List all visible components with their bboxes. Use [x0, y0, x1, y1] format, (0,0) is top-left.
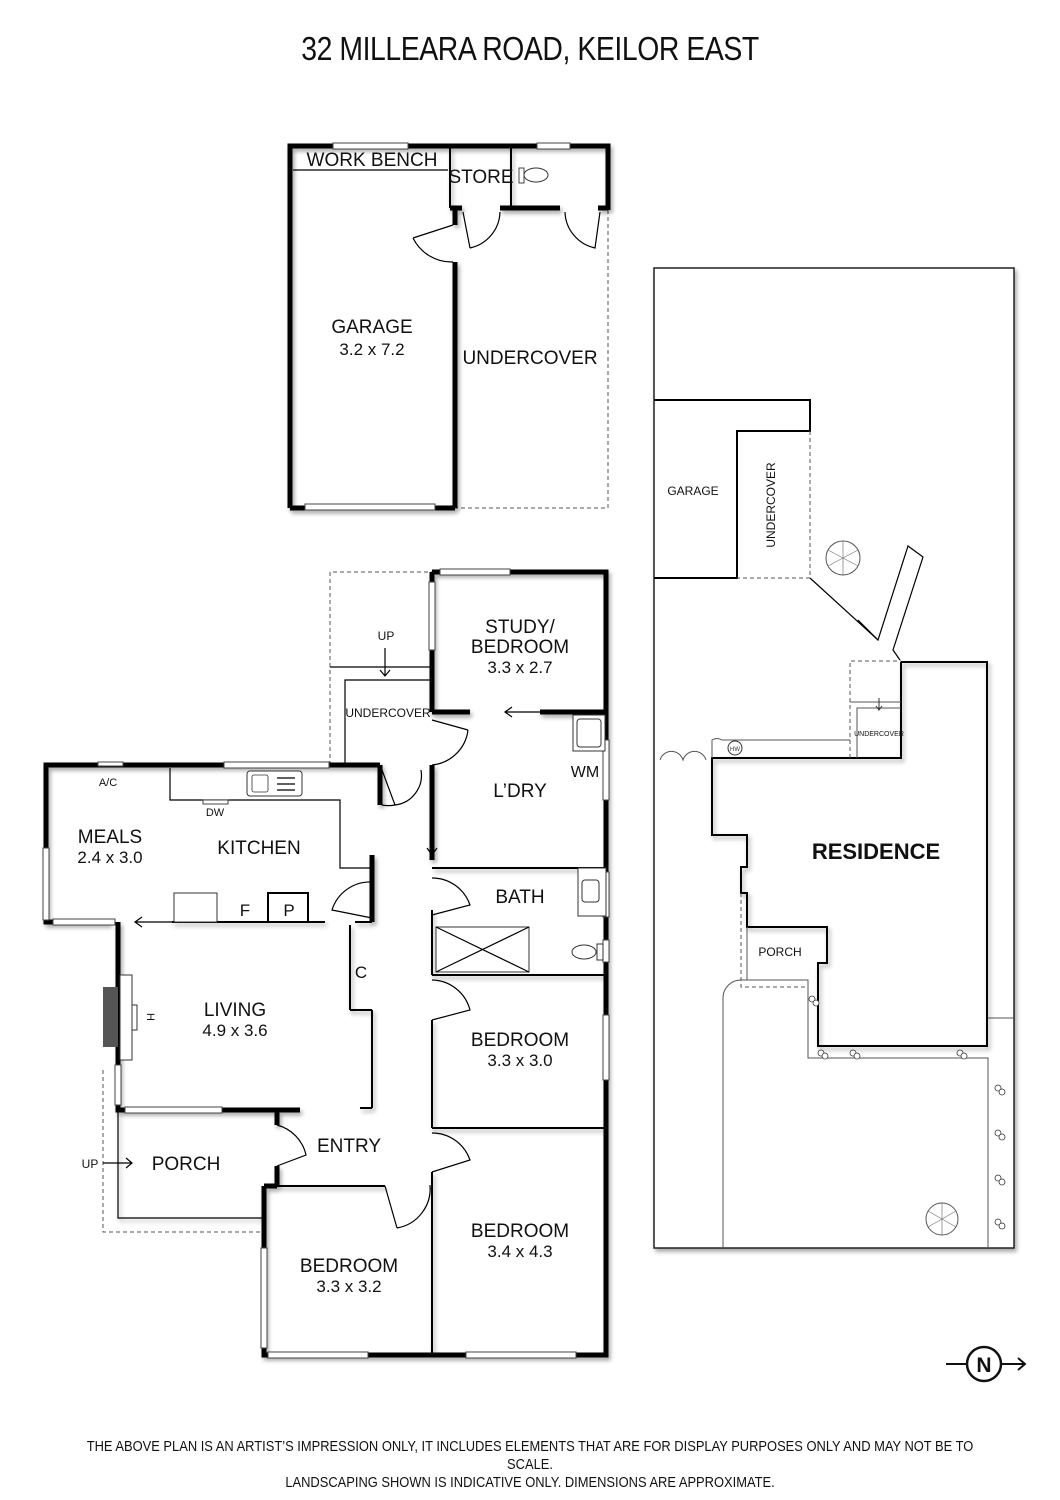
undercover-label: UNDERCOVER [462, 348, 597, 369]
kitchen-label: KITCHEN [217, 838, 300, 859]
washing-machine-label: WM [571, 764, 599, 781]
compass-label: N [976, 1354, 991, 1377]
bath-label: BATH [495, 887, 544, 908]
tree-icon [825, 540, 861, 576]
porch-label: PORCH [152, 1154, 221, 1175]
bedroom-3-dims: 3.3 x 3.2 [316, 1277, 381, 1296]
garage-dims: 3.2 x 7.2 [339, 340, 404, 359]
laundry-label: L’DRY [493, 781, 547, 802]
bedroom-1-label: BEDROOM [471, 1221, 569, 1242]
living-dims: 4.9 x 3.6 [202, 1021, 267, 1040]
shrub-icons [808, 995, 1006, 1230]
site-undercover-small-label: UNDERCOVER [854, 731, 904, 738]
work-bench-label: WORK BENCH [307, 150, 438, 171]
bedroom-3-label: BEDROOM [300, 1256, 398, 1277]
outbuilding [287, 142, 611, 511]
site-porch-label: PORCH [758, 945, 801, 959]
pantry-label: P [283, 901, 294, 920]
meals-label: MEALS [78, 827, 142, 848]
bedroom-1-dims: 3.4 x 4.3 [487, 1242, 552, 1261]
fridge-label: F [240, 901, 250, 920]
meals-dims: 2.4 x 3.0 [77, 848, 142, 867]
disclaimer-line-1: THE ABOVE PLAN IS AN ARTIST’S IMPRESSION… [86, 1438, 974, 1473]
disclaimer-line-2: LANDSCAPING SHOWN IS INDICATIVE ONLY. DI… [285, 1474, 775, 1491]
bedroom-2-label: BEDROOM [471, 1030, 569, 1051]
up-label-top: UP [378, 629, 395, 643]
study-dims: 3.3 x 2.7 [487, 658, 552, 677]
north-compass-icon: N [946, 1345, 1027, 1383]
undercover-house-label: UNDERCOVER [345, 706, 431, 720]
hot-water-label: HW [730, 747, 740, 753]
study-label-2: BEDROOM [471, 637, 569, 658]
living-label: LIVING [204, 1000, 266, 1021]
store-label: STORE [448, 167, 513, 188]
page-title: 32 MILLEARA ROAD, KEILOR EAST [301, 30, 759, 67]
tree-icon [925, 1202, 959, 1236]
dishwasher-label: DW [206, 807, 225, 819]
residence-label: RESIDENCE [812, 839, 940, 864]
ac-label: A/C [99, 777, 117, 789]
garage-label: GARAGE [331, 317, 412, 338]
up-label-porch: UP [82, 1157, 99, 1171]
closet-label: C [355, 963, 367, 982]
site-undercover-label: UNDERCOVER [764, 462, 778, 548]
heater-label: H [144, 1013, 156, 1021]
disclaimer: THE ABOVE PLAN IS AN ARTIST’S IMPRESSION… [74, 1438, 986, 1492]
study-label-1: STUDY/ [485, 617, 555, 638]
entry-label: ENTRY [317, 1136, 381, 1157]
house [42, 568, 610, 1359]
site-garage-label: GARAGE [667, 484, 718, 498]
bedroom-2-dims: 3.3 x 3.0 [487, 1051, 552, 1070]
site-plan: HW [653, 267, 1015, 1249]
